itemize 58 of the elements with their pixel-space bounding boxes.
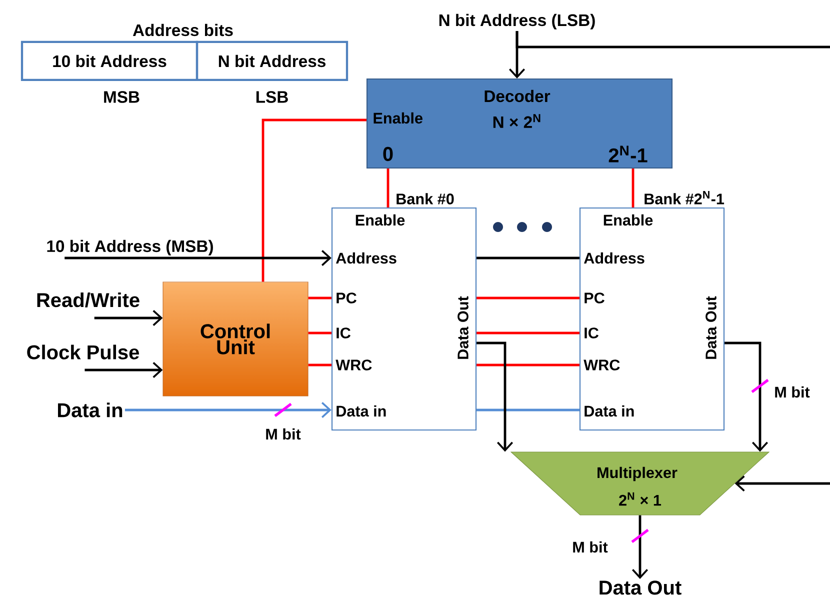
bank-label: Bank #0 xyxy=(396,193,454,204)
pin-label: Enable xyxy=(356,214,405,226)
wire xyxy=(476,296,580,300)
pin-label: WRC xyxy=(584,360,620,370)
pin-label: 0 xyxy=(383,146,393,162)
bit-order-label: MSB xyxy=(104,91,140,103)
signal-label: N bit Address (LSB) xyxy=(439,14,595,30)
arrow xyxy=(476,342,514,452)
address-field-cell: N bit Address xyxy=(196,40,348,82)
pin-label: Data Out xyxy=(458,296,468,359)
output-label: Data Out xyxy=(600,580,682,595)
arrow xyxy=(632,515,648,579)
pin-label: IC xyxy=(584,328,599,338)
pin-label: 2$^{N}$-1 xyxy=(608,146,648,162)
edge-label: M bit xyxy=(570,540,610,554)
pin-label: Data Out xyxy=(706,296,716,359)
wire xyxy=(476,256,580,260)
wire xyxy=(632,168,634,208)
edge-label: M bit xyxy=(264,427,302,441)
arrow xyxy=(94,310,163,326)
signal-label: Read/Write xyxy=(37,292,140,308)
pin-label: Enable xyxy=(604,214,653,226)
control-unit-box: Control Unit xyxy=(162,282,308,396)
arrow xyxy=(84,362,163,378)
arrow xyxy=(724,342,768,452)
edge-label: M bit xyxy=(772,385,812,399)
pin-label: WRC xyxy=(336,360,372,370)
block-size: N × 2$^{N}$ xyxy=(493,114,540,128)
signal-label: 10 bit Address (MSB) xyxy=(47,240,213,256)
wire xyxy=(308,296,332,300)
wire xyxy=(476,332,580,334)
block-title: Multiplexer xyxy=(598,466,678,482)
pin-label: Data in xyxy=(336,405,386,417)
pin-label: Address xyxy=(584,252,644,264)
arrow xyxy=(64,250,332,266)
wire xyxy=(476,364,580,366)
wire xyxy=(476,408,580,412)
arrow xyxy=(734,475,830,492)
pin-label: Address xyxy=(336,252,396,264)
wire xyxy=(308,332,332,334)
pin-label: PC xyxy=(336,292,356,304)
wire xyxy=(386,168,390,208)
arrow xyxy=(124,402,332,418)
bank-label: Bank #2$^{N}$-1 xyxy=(644,191,724,204)
pin-label: Enable xyxy=(374,112,422,124)
heading: Address bits xyxy=(132,24,233,36)
wire xyxy=(262,118,366,282)
block-title: Decoder xyxy=(484,90,550,102)
address-field-cell: 10 bit Address xyxy=(20,40,198,82)
signal-label: Clock Pulse xyxy=(27,344,139,360)
wire xyxy=(308,364,332,366)
signal-label: Data in xyxy=(58,402,122,418)
pin-label: IC xyxy=(336,328,351,338)
pin-label: Data in xyxy=(584,405,634,417)
wire xyxy=(516,31,830,48)
block-size: 2$^{N}$ × 1 xyxy=(619,492,662,506)
bit-order-label: LSB xyxy=(256,91,288,103)
pin-label: PC xyxy=(584,292,604,304)
